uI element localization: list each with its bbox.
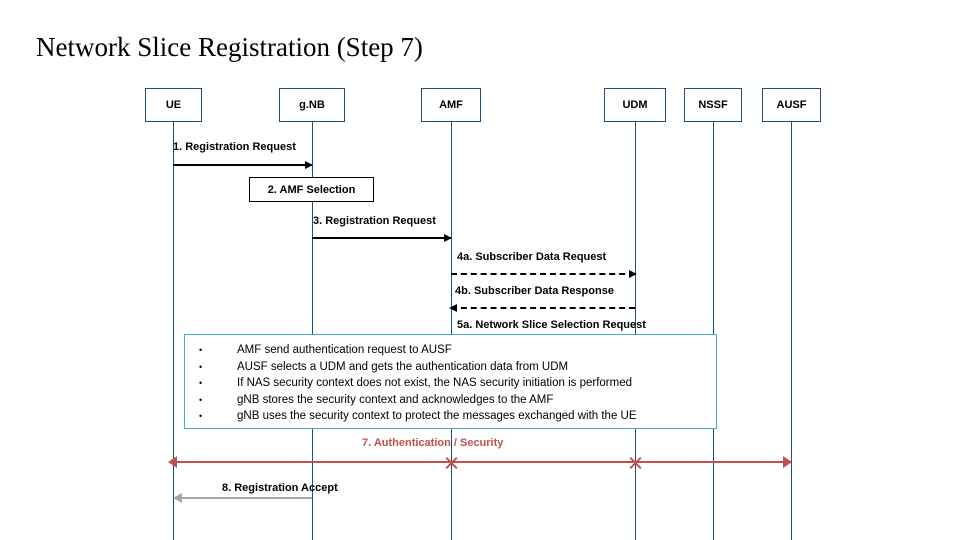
security-arrow-line: [176, 461, 791, 463]
bullet-icon: •: [199, 411, 203, 421]
lifeline-box-nssf[interactable]: NSSF: [684, 88, 742, 122]
lifeline-label-gnb: g.NB: [299, 99, 325, 111]
lifeline-box-ausf[interactable]: AUSF: [762, 88, 821, 122]
security-note-box: • AMF send authentication request to AUS…: [184, 334, 717, 429]
note-item: • AMF send authentication request to AUS…: [199, 342, 706, 359]
message-arrow-3: [312, 234, 452, 242]
message-arrow-8: [173, 493, 312, 503]
amf-selection-box[interactable]: 2. AMF Selection: [249, 177, 374, 202]
message-label-3: 3. Registration Request: [313, 215, 436, 227]
note-item: • AUSF selects a UDM and gets the authen…: [199, 359, 706, 376]
lifeline-label-ausf: AUSF: [776, 99, 807, 111]
lifeline-box-amf[interactable]: AMF: [421, 88, 481, 122]
note-item-text: AMF send authentication request to AUSF: [237, 344, 452, 356]
security-arrowhead-right: [783, 456, 792, 468]
message-label-4b: 4b. Subscriber Data Response: [455, 285, 614, 297]
lifeline-line-nssf: [713, 122, 714, 540]
lifeline-label-amf: AMF: [439, 99, 463, 111]
note-item-text: AUSF selects a UDM and gets the authenti…: [237, 360, 569, 373]
message-label-4a: 4a. Subscriber Data Request: [457, 251, 607, 263]
note-item-text: If NAS security context does not exist, …: [237, 377, 633, 389]
lifeline-label-ue: UE: [165, 99, 182, 111]
message-label-2: 2. AMF Selection: [267, 183, 356, 196]
message-label-8: 8. Registration Accept: [222, 482, 338, 494]
message-label-1: 1. Registration Request: [173, 141, 296, 153]
lifeline-label-nssf: NSSF: [698, 99, 728, 111]
lifeline-box-gnb[interactable]: g.NB: [279, 88, 345, 122]
lifeline-line-amf: [451, 122, 452, 540]
security-cross-amf: [444, 455, 459, 470]
lifeline-box-udm[interactable]: UDM: [604, 88, 666, 122]
security-cross-udm: [628, 455, 643, 470]
security-arrowhead-left: [168, 456, 177, 468]
message-arrow-1: [173, 161, 313, 169]
bullet-icon: •: [199, 361, 203, 372]
lifeline-line-ausf: [791, 122, 792, 540]
note-item-text: gNB stores the security context and ackn…: [237, 393, 554, 406]
message-arrow-4b: [449, 304, 635, 312]
lifeline-label-udm: UDM: [622, 99, 648, 111]
lifeline-line-udm: [635, 122, 636, 540]
message-arrow-4a: [451, 270, 637, 278]
lifeline-line-ue: [173, 122, 174, 540]
page-title: Network Slice Registration (Step 7): [36, 32, 423, 62]
message-label-7: 7. Authentication / Security: [362, 437, 504, 449]
bullet-icon: •: [199, 378, 203, 388]
lifeline-line-gnb: [312, 122, 313, 540]
note-item: • gNB stores the security context and ac…: [199, 392, 706, 409]
note-item: • If NAS security context does not exist…: [199, 375, 706, 392]
message-label-5a: 5a. Network Slice Selection Request: [457, 319, 646, 331]
lifeline-box-ue[interactable]: UE: [145, 88, 202, 122]
bullet-icon: •: [199, 394, 203, 405]
note-item: • gNB uses the security context to prote…: [199, 408, 706, 425]
note-item-text: gNB uses the security context to protect…: [237, 410, 637, 422]
bullet-icon: •: [199, 345, 203, 355]
